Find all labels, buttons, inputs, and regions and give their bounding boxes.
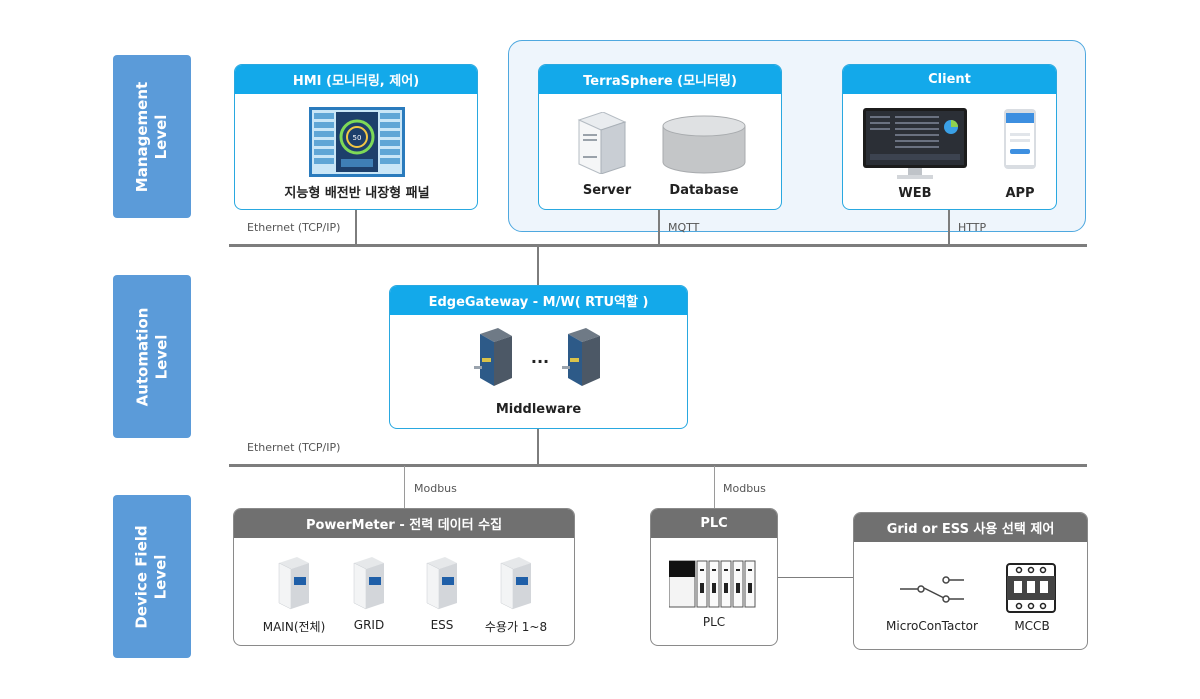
grid-ess-title: Grid or ESS 사용 선택 제어 — [854, 513, 1087, 542]
modbus-right-label: Modbus — [723, 482, 766, 495]
svg-text:50: 50 — [353, 134, 362, 142]
gateway-device-icon — [474, 328, 512, 386]
power-meter-icon — [426, 557, 457, 610]
plc-connector — [714, 466, 715, 509]
edge-gateway-box: EdgeGateway - M/W( RTU역할 ) ··· Middlewar… — [389, 285, 688, 429]
web-caption: WEB — [898, 186, 932, 201]
powermeter-item-main: MAIN(전체) — [262, 620, 326, 634]
grid-ess-box: Grid or ESS 사용 선택 제어 MicroConTactor MCCB — [853, 512, 1088, 650]
middleware-caption: Middleware — [495, 402, 582, 417]
database-caption: Database — [669, 183, 739, 198]
ethernet-top-label: Ethernet (TCP/IP) — [247, 221, 341, 234]
hmi-title: HMI (모니터링, 제어) — [235, 65, 477, 94]
plc-title: PLC — [651, 509, 777, 538]
mccb-caption: MCCB — [1014, 619, 1050, 633]
powermeter-item-grid: GRID — [353, 618, 385, 632]
modbus-left-label: Modbus — [414, 482, 457, 495]
server-caption: Server — [582, 183, 632, 198]
hmi-connector — [355, 209, 357, 245]
ethernet-mid-label: Ethernet (TCP/IP) — [247, 441, 341, 454]
edge-gateway-title: EdgeGateway - M/W( RTU역할 ) — [390, 286, 687, 315]
terrasphere-title: TerraSphere (모니터링) — [539, 65, 781, 94]
contactor-switch-icon — [900, 576, 964, 603]
plc-module-icon — [669, 560, 756, 608]
management-bus-line — [229, 244, 1087, 247]
powermeter-box: PowerMeter - 전력 데이터 수집 MAIN(전체) GRID ESS… — [233, 508, 575, 646]
mqtt-label: MQTT — [668, 221, 700, 234]
hmi-caption: 지능형 배전반 내장형 패널 — [284, 186, 430, 201]
app-caption: APP — [1005, 186, 1035, 201]
powermeter-title: PowerMeter - 전력 데이터 수집 — [234, 509, 574, 538]
powermeter-item-ess: ESS — [430, 618, 454, 632]
client-box: Client WEB APP — [842, 64, 1057, 210]
plc-caption: PLC — [702, 615, 726, 629]
power-meter-icon — [500, 557, 531, 610]
server-icon — [577, 112, 627, 174]
app-phone-icon — [1004, 109, 1036, 169]
powermeter-item-consumers: 수용가 1~8 — [484, 620, 548, 634]
terrasphere-connector — [658, 209, 660, 245]
edge-down-connector — [537, 428, 539, 465]
http-label: HTTP — [958, 221, 987, 234]
client-connector — [948, 209, 950, 245]
powermeter-connector — [404, 466, 405, 509]
field-bus-line — [229, 464, 1087, 467]
edge-up-connector — [537, 246, 539, 285]
database-icon — [662, 115, 746, 174]
client-title: Client — [843, 65, 1056, 94]
terrasphere-box: TerraSphere (모니터링) Server Database — [538, 64, 782, 210]
gateway-device-icon — [562, 328, 600, 386]
hmi-panel-screen-image: 50 — [309, 107, 405, 177]
gateway-more-dots: ··· — [530, 352, 550, 371]
contactor-caption: MicroConTactor — [886, 619, 978, 633]
web-monitor-icon — [863, 108, 967, 179]
plc-box: PLC PLC — [650, 508, 778, 646]
mccb-breaker-icon — [1006, 563, 1056, 613]
power-meter-icon — [278, 557, 309, 610]
plc-grid-connector — [777, 577, 854, 578]
power-meter-icon — [353, 557, 384, 610]
hmi-box: HMI (모니터링, 제어) 50 지능형 배전반 내장형 패널 — [234, 64, 478, 210]
